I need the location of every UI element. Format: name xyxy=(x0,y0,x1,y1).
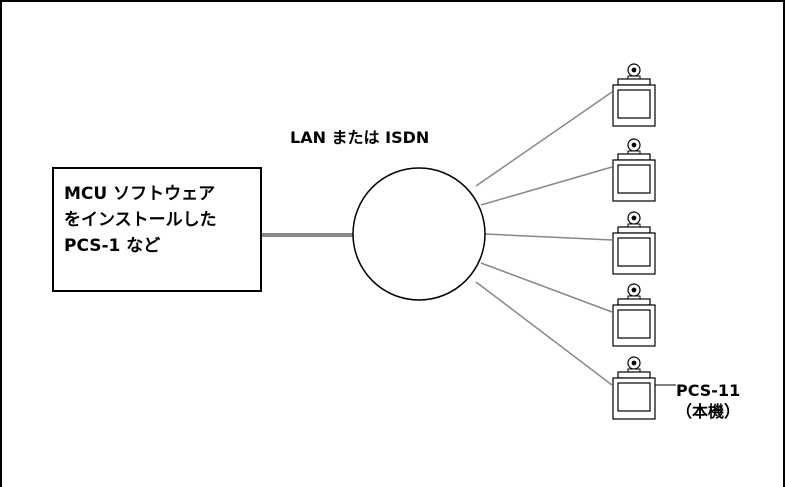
this-unit-model: PCS-11 xyxy=(676,381,741,400)
video-conference-terminal-icon xyxy=(612,283,656,347)
mcu-label-line-1: MCU ソフトウェア xyxy=(64,184,216,204)
this-unit-note: （本機） xyxy=(676,402,741,421)
terminal-link xyxy=(475,91,613,187)
video-conference-terminal-icon xyxy=(612,356,656,420)
terminal-link xyxy=(475,281,613,386)
this-unit-label: PCS-11 （本機） xyxy=(676,380,740,422)
mcu-box: MCU ソフトウェア をインストールした PCS-1 など xyxy=(52,167,262,292)
terminal-5-this-unit xyxy=(612,356,656,420)
terminal-2 xyxy=(612,138,656,202)
terminal-3 xyxy=(612,211,656,275)
mcu-label-line-2: をインストールした xyxy=(64,210,217,230)
video-conference-terminal-icon xyxy=(612,211,656,275)
video-conference-terminal-icon xyxy=(612,138,656,202)
network-label: LAN または ISDN xyxy=(290,128,430,147)
terminal-link xyxy=(480,166,613,206)
terminal-4 xyxy=(612,283,656,347)
video-conference-terminal-icon xyxy=(612,63,656,127)
mcu-label-line-3: PCS-1 など xyxy=(64,236,161,256)
terminal-link xyxy=(480,262,613,313)
terminal-link xyxy=(484,233,613,241)
terminal-1 xyxy=(612,63,656,127)
network-circle xyxy=(352,167,486,301)
